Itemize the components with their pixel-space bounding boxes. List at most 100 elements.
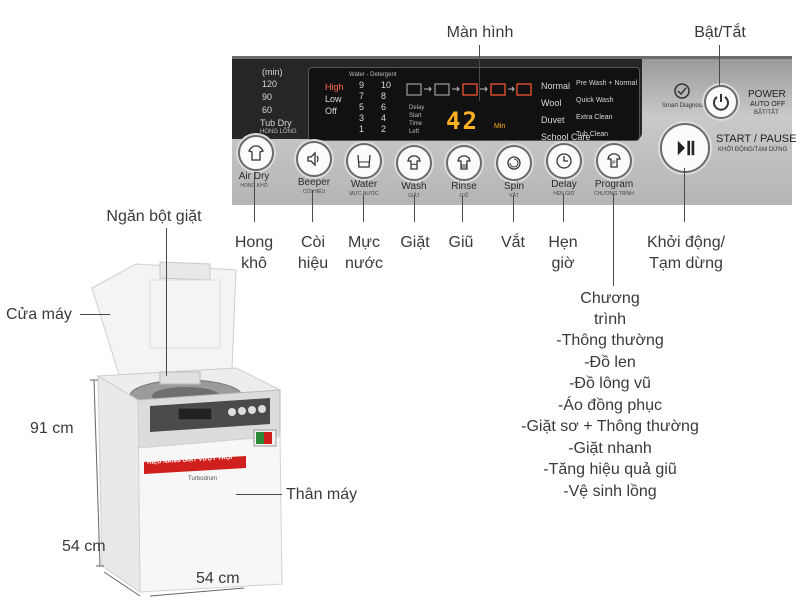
- callout-rinse: Giũ: [448, 234, 474, 251]
- leader-wash: [414, 196, 415, 222]
- callout-spin: Vắt: [500, 234, 525, 251]
- leader-air-dry: [254, 172, 255, 222]
- detergent-drawer: [159, 371, 201, 385]
- leader-body: [236, 494, 282, 495]
- air-dry-button[interactable]: [238, 135, 274, 171]
- tub-dry-label: Tub Dry: [260, 118, 292, 128]
- display-digits: 42: [446, 107, 479, 135]
- leader-door: [80, 314, 110, 315]
- clock-icon: [556, 153, 572, 169]
- tub-dry-sub: HONG LỒNG: [260, 129, 297, 135]
- leader-display: [479, 45, 480, 101]
- list-item: -Vệ sinh lồng: [563, 482, 657, 500]
- callout-body: Thân máy: [286, 486, 358, 503]
- machine-body-side: [97, 375, 141, 593]
- program-list: -Thông thường -Đồ len -Đồ lông vũ -Áo đồ…: [480, 330, 740, 502]
- water-header: Water - Detergent: [349, 72, 397, 78]
- water-level-icon: [357, 154, 371, 168]
- leader-spin: [513, 196, 514, 222]
- callout-start-pause: Khởi động/Tạm dừng: [646, 234, 726, 272]
- program-button[interactable]: P: [596, 143, 632, 179]
- start-pause-label: START / PAUSE: [716, 133, 797, 145]
- control-panel: (min) 120 90 60 Tub Dry HONG LỒNG Water …: [232, 56, 797, 205]
- min-label: (min): [262, 67, 283, 77]
- dim-height: 91 cm: [30, 420, 74, 437]
- water-button[interactable]: [346, 143, 382, 179]
- btn-sub-air-dry: HONG KHÔ: [240, 183, 268, 189]
- dry-time-90: 90: [262, 92, 273, 102]
- leader-start-pause: [684, 168, 685, 222]
- leader-water: [363, 194, 364, 222]
- btn-sub-wash: GIẶT: [384, 193, 444, 199]
- wash-icon: [407, 155, 421, 170]
- leader-rinse: [462, 196, 463, 222]
- machine-lid: [91, 263, 237, 379]
- delay-button[interactable]: [546, 143, 582, 179]
- speaker-icon: [307, 151, 319, 167]
- play-pause-icon: [677, 140, 695, 156]
- btn-label-spin: Spin: [503, 181, 524, 192]
- rinse-button[interactable]: [446, 145, 482, 181]
- dim-depth: 54 cm: [62, 538, 106, 555]
- callout-wash: Giặt: [400, 234, 430, 251]
- btn-label-water: Water: [350, 179, 378, 190]
- leader-detergent-drawer: [166, 228, 167, 376]
- shirt-icon: [247, 145, 265, 161]
- level-low: Low: [325, 94, 342, 104]
- start-pause-button[interactable]: [660, 123, 710, 173]
- washing-machine-illustration: [91, 261, 283, 593]
- power-button[interactable]: [704, 85, 738, 119]
- power-sub2: BẬT/TẮT: [754, 110, 779, 116]
- brand-line: Turbodrum: [188, 476, 218, 482]
- level-high: High: [325, 82, 344, 92]
- level-off: Off: [325, 106, 337, 116]
- btn-sub-beeper: CÒI HIỆU: [302, 189, 326, 195]
- leader-power: [719, 45, 720, 85]
- smart-diagnosis-icon: [674, 83, 690, 99]
- leader-program: [613, 194, 614, 286]
- power-icon: [713, 94, 729, 111]
- callout-door: Cửa máy: [6, 306, 72, 323]
- callout-power: Bật/Tắt: [694, 24, 746, 41]
- machine-banner: [144, 456, 246, 474]
- power-sub: AUTO OFF: [750, 101, 786, 108]
- spin-icon: [507, 156, 521, 170]
- power-label: POWER: [748, 89, 786, 100]
- svg-text:P: P: [612, 160, 616, 167]
- callout-detergent-drawer: Ngăn bột giặt: [106, 208, 202, 225]
- spin-button[interactable]: [496, 145, 532, 181]
- list-item: -Giặt nhanh: [568, 439, 652, 457]
- btn-sub-water: MỰC NƯỚC: [349, 191, 379, 197]
- list-item: -Áo đồng phục: [557, 396, 663, 414]
- wash-button[interactable]: [396, 145, 432, 181]
- btn-label-wash: Wash: [401, 181, 427, 192]
- list-item: -Đồ lông vũ: [569, 375, 651, 392]
- program-icon: P: [607, 153, 621, 168]
- rinse-icon: [457, 155, 471, 170]
- list-item: -Thông thường: [556, 332, 664, 349]
- list-item: -Đồ len: [584, 353, 636, 371]
- display-unit: Min: [494, 123, 506, 130]
- btn-label-program: Program: [594, 179, 634, 190]
- dim-width: 54 cm: [196, 570, 240, 587]
- list-item: -Tăng hiệu quả giũ: [543, 461, 677, 478]
- callout-display: Màn hình: [446, 24, 514, 41]
- btn-sub-rinse: GIŨ: [459, 193, 469, 199]
- dry-time-120: 120: [262, 79, 278, 89]
- list-item: -Giặt sơ + Thông thường: [521, 418, 699, 435]
- beeper-button[interactable]: [296, 141, 332, 177]
- btn-label-beeper: Beeper: [297, 177, 331, 188]
- leader-beeper: [312, 190, 313, 222]
